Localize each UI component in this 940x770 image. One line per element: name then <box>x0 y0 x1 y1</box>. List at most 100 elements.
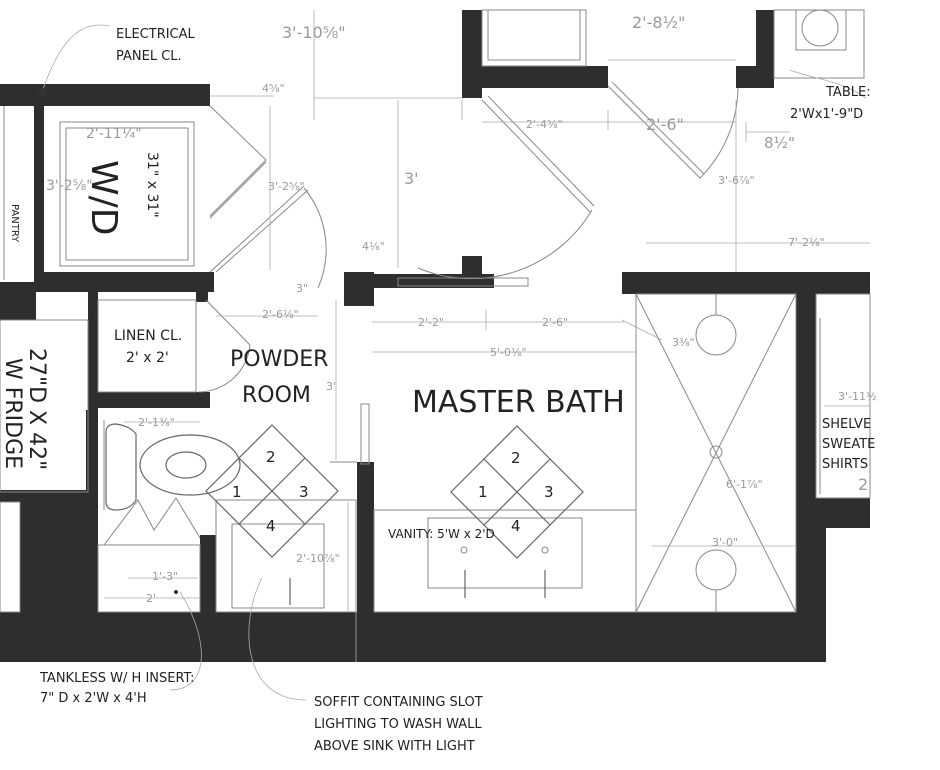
dim-text: 1'-3" <box>152 570 178 583</box>
powder-tile-grid <box>205 424 339 558</box>
table-outline <box>795 9 847 51</box>
powder-door <box>205 299 251 346</box>
closet-door-b <box>611 81 705 175</box>
dim-text: 2 <box>858 475 868 494</box>
dim-text: 4⅝" <box>262 82 285 95</box>
fridge-panel <box>0 319 89 493</box>
wall-right-lower <box>796 498 870 528</box>
pantry-label: PANTRY <box>9 204 20 243</box>
vanity-counter <box>373 509 637 613</box>
toilet-tank <box>105 423 137 511</box>
shelves-box <box>815 293 871 499</box>
master-tile-3: 3 <box>544 483 554 501</box>
dim-text: 4⅛" <box>362 240 385 253</box>
dim-text: 3'-0" <box>712 536 738 549</box>
linen-box <box>97 299 197 393</box>
wall-shower-top <box>622 272 870 294</box>
dim-text: 3" <box>296 282 308 295</box>
wall-right-stub <box>796 528 826 662</box>
wall-bottom <box>0 612 825 662</box>
wall-master-left <box>357 462 374 614</box>
vanity-sink-box <box>427 517 583 589</box>
soffit-label-2: LIGHTING TO WASH WALL <box>314 717 482 732</box>
leader-table <box>789 69 867 99</box>
dim-text: 7'-2⅛" <box>788 236 825 249</box>
vanity-knob-1 <box>460 546 468 554</box>
wd-door-swing <box>303 187 327 289</box>
table-label-2: 2'Wx1'-9"D <box>790 107 863 122</box>
wall-lower-left <box>20 500 98 612</box>
wd-bifold-lower <box>209 161 267 219</box>
dim-text: 2'-10⅞" <box>296 552 340 565</box>
table-fixture <box>801 9 839 47</box>
dim-text: 3'-2⅝" <box>268 180 305 193</box>
dim-text: 3' <box>326 380 336 393</box>
shower-head-bottom <box>695 549 737 591</box>
master-tile-2: 2 <box>511 449 521 467</box>
soffit-label-1: SOFFIT CONTAINING SLOT <box>314 695 483 710</box>
vanity-knob-2 <box>541 546 549 554</box>
wall-linen-left <box>88 290 98 410</box>
closet-door-swing <box>699 87 739 179</box>
wd-door-b <box>215 189 309 273</box>
powder-sink <box>231 523 325 609</box>
right-closet-outline <box>773 9 865 79</box>
dim-text: 3'-6⅞" <box>718 174 755 187</box>
powder-label-1: POWDER <box>230 347 328 372</box>
fridge-label-1: 27"D X 42" <box>24 348 49 470</box>
powder-tile-3: 3 <box>299 483 309 501</box>
wall-linen-bottom <box>88 392 210 408</box>
table-label-1: TABLE: <box>825 85 871 100</box>
left-lower-panel <box>0 501 21 613</box>
dim-text: 6'-1⅞" <box>726 478 763 491</box>
master-door-b <box>487 95 595 207</box>
walls <box>0 10 870 662</box>
wd-outline <box>59 121 195 267</box>
upper-closet-inner <box>487 9 581 61</box>
partition-post <box>360 403 370 465</box>
toilet-seat <box>165 451 207 479</box>
wall-top-left <box>0 84 210 106</box>
panel-marker <box>38 88 46 96</box>
dim-text: 3'-2⅝" <box>46 178 93 194</box>
wall-mid-pier <box>462 256 482 276</box>
wh-bifold <box>103 497 201 546</box>
tile-numbers: 1 2 3 4 1 2 3 4 <box>232 448 554 535</box>
dim-text: 2'-8½" <box>632 13 685 32</box>
wall-left-block <box>0 282 36 320</box>
master-tile-grid <box>450 425 584 559</box>
electrical-label-1: ELECTRICAL <box>116 27 196 42</box>
closet-marker <box>174 590 178 594</box>
dim-text: 2'-1⅜" <box>138 416 175 429</box>
leader-soffit <box>248 577 307 701</box>
dim-text: 3' <box>404 169 419 188</box>
leader-electrical <box>41 24 111 93</box>
master-door <box>481 99 591 213</box>
wd-label: W/D <box>83 160 124 235</box>
tankless-label-2: 7" D x 2'W x 4'H <box>40 691 147 706</box>
master-tile-1: 1 <box>478 483 488 501</box>
soffit-label-3: ABOVE SINK WITH LIGHT <box>314 739 475 754</box>
dim-text: 3'-11½ <box>838 390 877 403</box>
linen-label-1: LINEN CL. <box>114 328 182 344</box>
dim-text: 3⅜" <box>672 336 695 349</box>
wd-inner <box>65 127 189 261</box>
vanity-label: VANITY: 5'W x 2'D <box>388 527 495 541</box>
wall-left-pantry <box>34 84 44 274</box>
wd-size-label: 31" x 31" <box>144 152 160 218</box>
powder-label-2: ROOM <box>242 383 311 408</box>
wall-closet-bottom <box>462 66 608 88</box>
electrical-label-2: PANEL CL. <box>116 49 182 64</box>
tankless-label-1: TANKLESS W/ H INSERT: <box>39 671 194 686</box>
powder-door-swing <box>197 344 251 393</box>
wall-right-closet-b <box>736 66 774 88</box>
wall-fridge-block <box>0 490 98 502</box>
shelves-label-3: SHIRTS <box>822 457 868 472</box>
wall-closet-top <box>200 535 216 613</box>
dim-text: 3'-10⅝" <box>282 23 346 42</box>
powder-tile-2: 2 <box>266 448 276 466</box>
dim-text: 2'-2" <box>418 316 444 329</box>
upper-closet-outline <box>481 9 587 67</box>
wh-closet <box>97 544 201 613</box>
